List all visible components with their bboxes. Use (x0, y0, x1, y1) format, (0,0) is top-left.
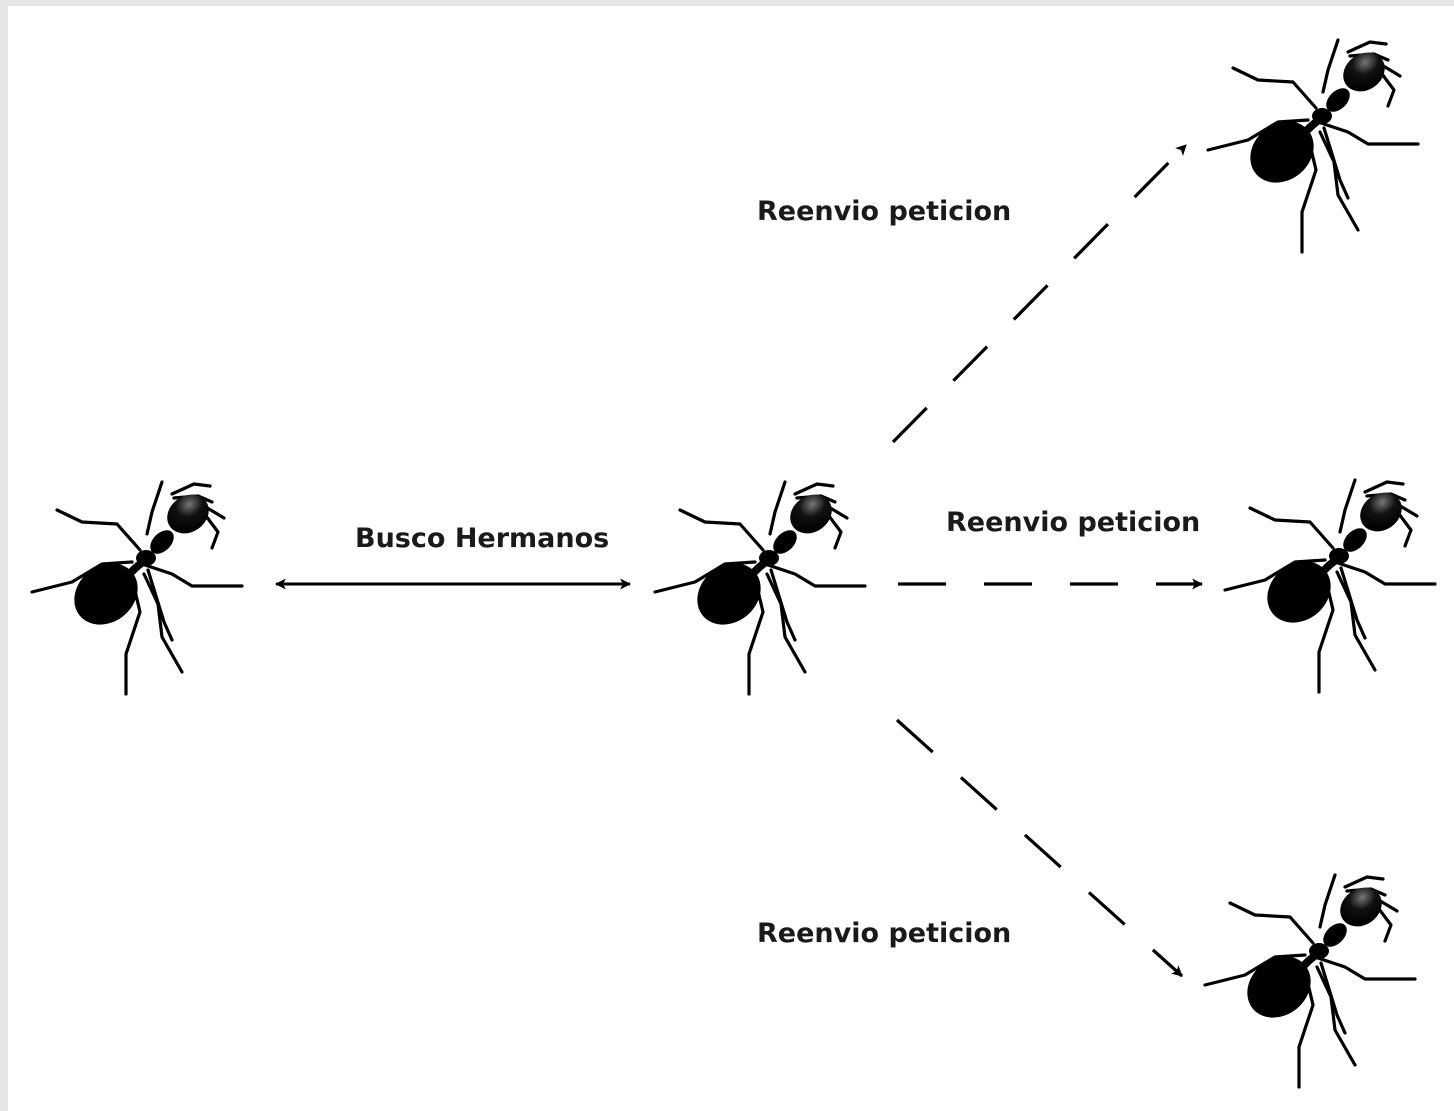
reenvio-bottom-label: Reenvio peticion (757, 918, 1011, 949)
ant-left-icon (32, 482, 242, 694)
ant-middle-right-icon (1225, 480, 1435, 692)
reenvio-top-arrow (893, 145, 1186, 442)
reenvio-top-label: Reenvio peticion (757, 196, 1011, 227)
ant-bottom-right-icon (1205, 875, 1415, 1087)
ant-center-icon (655, 482, 865, 694)
busco-label: Busco Hermanos (355, 523, 609, 554)
reenvio-middle-label: Reenvio peticion (946, 507, 1200, 538)
ant-top-right-icon (1208, 40, 1418, 252)
